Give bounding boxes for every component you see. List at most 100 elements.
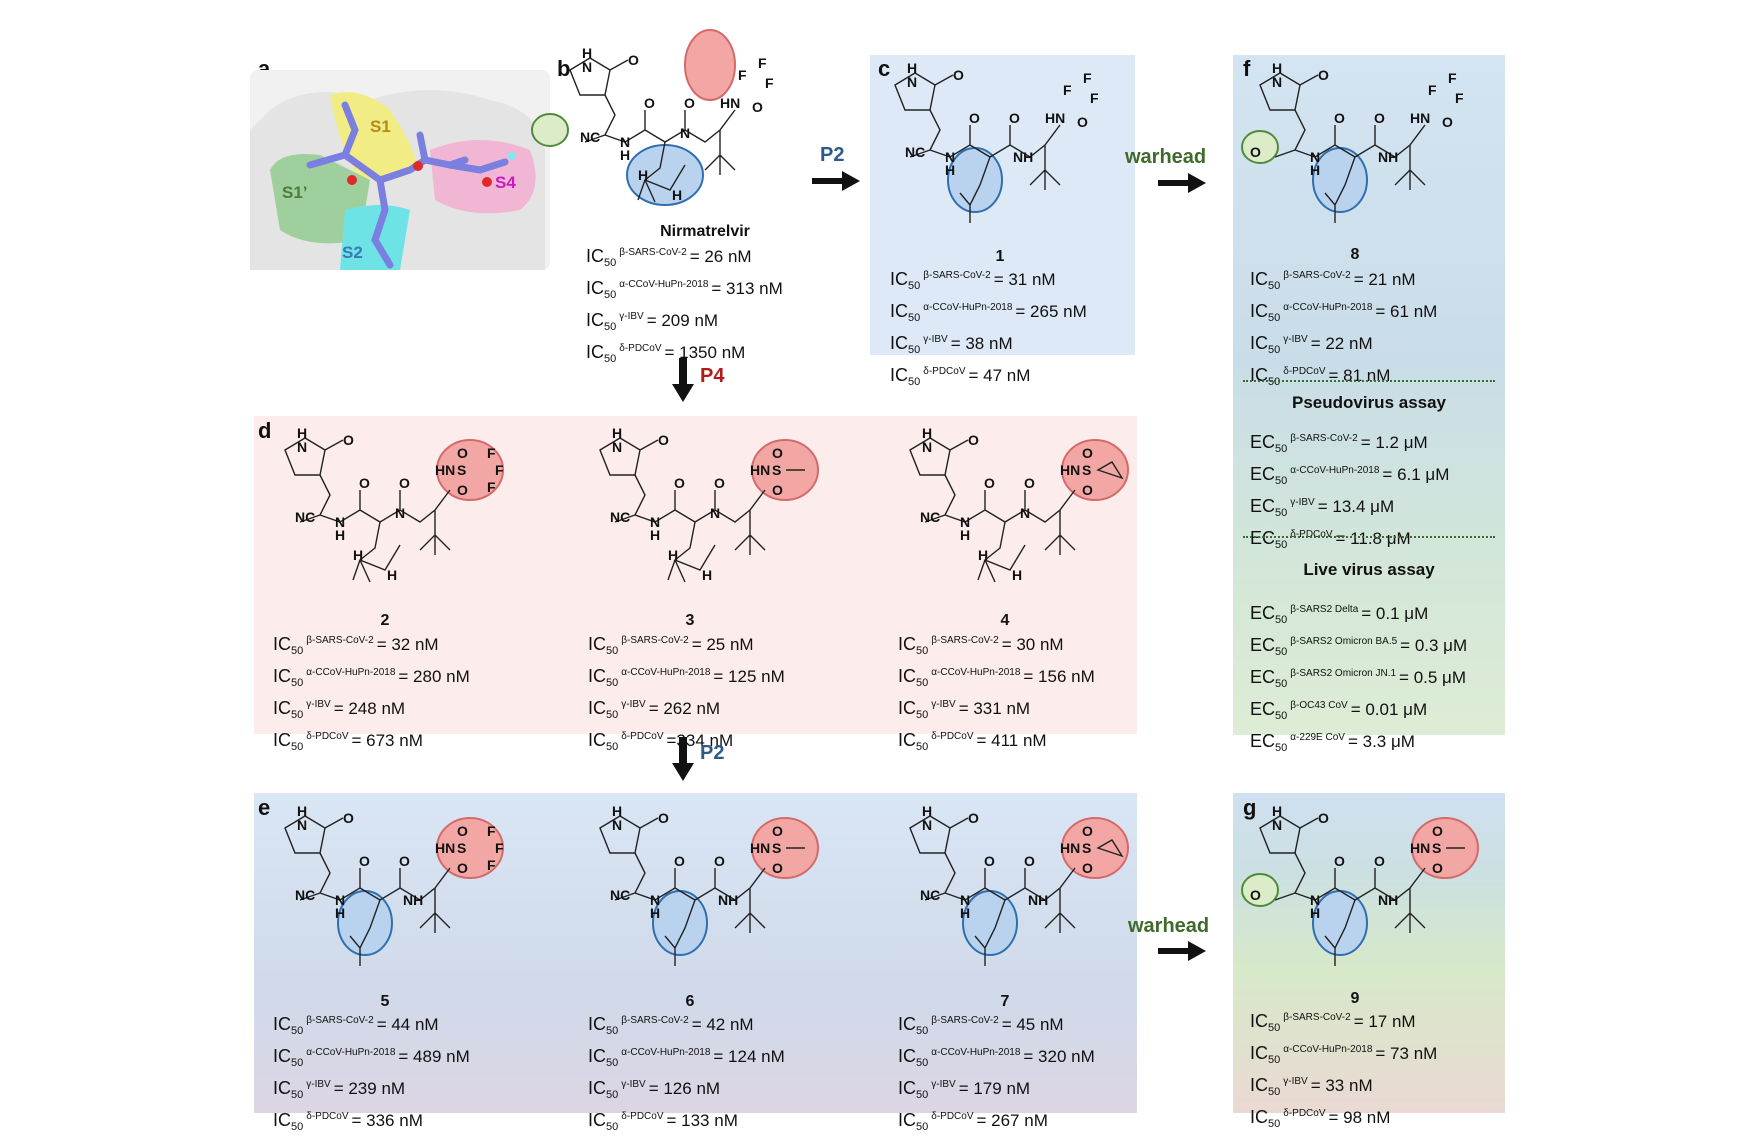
potency-row: IC50δ-PDCoV= 47 nM — [890, 361, 1087, 393]
atom-label: O — [684, 95, 695, 111]
potency-metric: IC — [898, 666, 916, 686]
atom-label: HN — [750, 462, 770, 478]
potency-metric: EC — [1250, 731, 1276, 751]
atom-label: H — [702, 567, 712, 583]
panel-letter-g: g — [1243, 795, 1257, 820]
virus-target: γ-IBV — [306, 699, 331, 710]
atom-label: O — [714, 475, 725, 491]
potency-metric-subscript: 50 — [1268, 376, 1281, 388]
atom-label: O — [752, 99, 763, 115]
atom-label: S — [457, 462, 466, 478]
atom-label: F — [495, 840, 504, 856]
potency-metric: IC — [588, 634, 606, 654]
potency-row: IC50γ-IBV= 239 nM — [273, 1074, 470, 1106]
virus-target: β-SARS-CoV-2 — [621, 1015, 689, 1026]
pocket-label-s1prime: S1’ — [282, 183, 308, 202]
virus-target: δ-PDCoV — [923, 366, 966, 377]
potency-value: = 0.3 μM — [1400, 636, 1468, 655]
arrow-label-p2-d-to-e: P2 — [700, 742, 725, 764]
potency-value: = 21 nM — [1353, 270, 1416, 289]
potency-metric: IC — [586, 342, 604, 362]
atom-label: N — [335, 892, 345, 908]
warhead-label: O — [1250, 144, 1261, 160]
atom-label: O — [658, 432, 669, 448]
atom-label: O — [457, 445, 468, 461]
atom-label: NH — [1378, 149, 1398, 165]
warhead-label: NC — [905, 144, 925, 160]
potency-metric: IC — [273, 634, 291, 654]
potency-row: IC50α-CCoV-HuPn-2018= 125 nM — [588, 662, 785, 694]
virus-target: α-CCoV-HuPn-2018 — [621, 1047, 711, 1058]
p2-highlight-ellipse — [1312, 147, 1368, 213]
virus-target: α-CCoV-HuPn-2018 — [931, 1047, 1021, 1058]
potency-row: IC50β-SARS-CoV-2= 31 nM — [890, 265, 1087, 297]
potency-metric-subscript: 50 — [606, 1025, 619, 1037]
potency-metric: IC — [588, 698, 606, 718]
atom-label: O — [1334, 110, 1345, 126]
virus-target: γ-IBV — [621, 1079, 646, 1090]
warhead-highlight-ellipse — [1241, 130, 1279, 164]
potency-metric: IC — [898, 1110, 916, 1130]
atom-label: N — [922, 817, 932, 833]
virus-target: δ-PDCoV — [931, 1111, 974, 1122]
atom-label: H — [650, 905, 660, 921]
arrow-label-p2-b-to-c: P2 — [820, 144, 845, 166]
atom-label: HN — [750, 840, 770, 856]
potency-row: IC50α-CCoV-HuPn-2018= 61 nM — [1250, 297, 1437, 329]
potency-row: IC50β-SARS-CoV-2= 32 nM — [273, 630, 470, 662]
potency-metric: IC — [588, 1014, 606, 1034]
warhead-label: NC — [920, 887, 940, 903]
potency-metric-subscript: 50 — [604, 257, 617, 269]
potency-metric: IC — [273, 1014, 291, 1034]
atom-label: H — [297, 425, 307, 441]
atom-label: O — [644, 95, 655, 111]
p4-highlight-ellipse — [1061, 439, 1129, 501]
virus-target: δ-PDCoV — [931, 731, 974, 742]
atom-label: O — [772, 823, 783, 839]
virus-target: δ-PDCoV — [1283, 1108, 1326, 1119]
p2-highlight-ellipse — [337, 890, 393, 956]
potency-row: IC50α-CCoV-HuPn-2018= 265 nM — [890, 297, 1087, 329]
virus-target: β-SARS-CoV-2 — [306, 635, 374, 646]
potency-row: EC50α-CCoV-HuPn-2018= 6.1 μM — [1250, 460, 1449, 492]
potency-value: = 26 nM — [689, 247, 752, 266]
potency-value: = 126 nM — [648, 1079, 721, 1098]
potency-metric-subscript: 50 — [1275, 678, 1288, 690]
potency-metric-subscript: 50 — [606, 1121, 619, 1133]
virus-target: δ-PDCoV — [1290, 529, 1333, 540]
atom-label: O — [399, 853, 410, 869]
atom-label: F — [758, 55, 767, 71]
atom-label: HN — [1060, 462, 1080, 478]
potency-metric: EC — [1250, 464, 1276, 484]
potency-row: IC50γ-IBV= 248 nM — [273, 694, 470, 726]
potency-row: EC50β-SARS2 Omicron JN.1= 0.5 μM — [1250, 663, 1467, 695]
potency-metric: IC — [273, 1046, 291, 1066]
atom-label: F — [487, 857, 496, 873]
potency-value: = 81 nM — [1328, 366, 1391, 385]
warhead-label: NC — [295, 887, 315, 903]
atom-label: N — [1020, 505, 1030, 521]
potency-row: IC50α-CCoV-HuPn-2018= 73 nM — [1250, 1039, 1437, 1071]
virus-target: β-SARS-CoV-2 — [931, 1015, 999, 1026]
potency-metric-subscript: 50 — [291, 677, 304, 689]
atom-label: O — [457, 860, 468, 876]
potency-metric-subscript: 50 — [1275, 614, 1288, 626]
virus-target: β-OC43 CoV — [1290, 700, 1348, 711]
atom-label: N — [612, 439, 622, 455]
atom-label: H — [978, 547, 988, 563]
potency-metric-subscript: 50 — [1275, 742, 1288, 754]
atom-label: F — [495, 462, 504, 478]
potency-value: = 320 nM — [1023, 1047, 1095, 1066]
atom-label: N — [612, 817, 622, 833]
virus-target: β-SARS2 Omicron BA.5 — [1290, 636, 1398, 647]
atom-label: N — [650, 514, 660, 530]
potency-row: IC50β-SARS-CoV-2= 25 nM — [588, 630, 785, 662]
potency-metric: EC — [1250, 528, 1276, 548]
potency-metric: IC — [588, 1046, 606, 1066]
atom-label: H — [1272, 60, 1282, 76]
potency-value: = 0.01 μM — [1350, 700, 1428, 719]
atom-label: O — [674, 475, 685, 491]
